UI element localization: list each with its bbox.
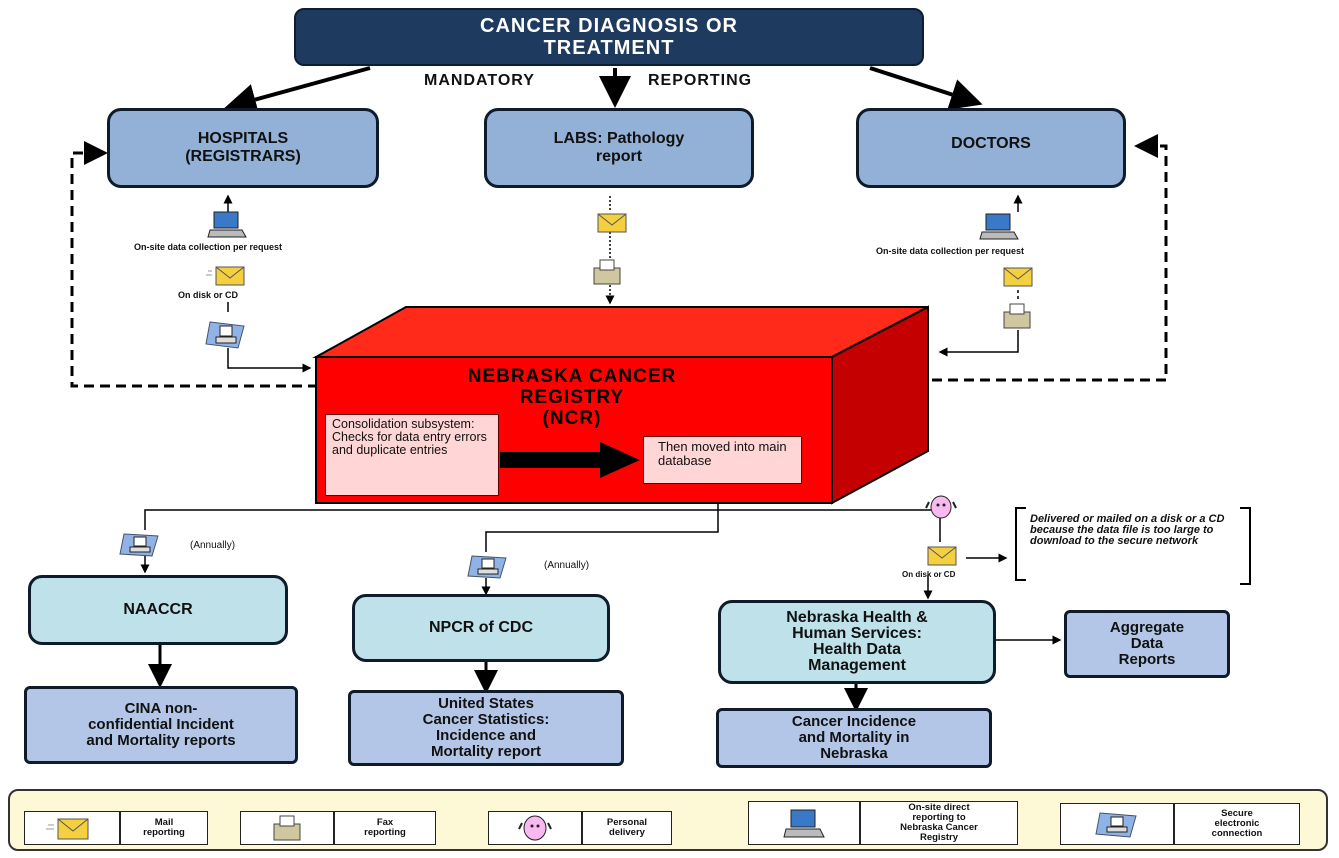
legend-personal-line2: delivery bbox=[609, 827, 645, 838]
ncr-line2: REGISTRY bbox=[519, 386, 625, 408]
doctors-label: DOCTORS bbox=[951, 135, 1031, 152]
uscs-box: United States Cancer Statistics: Inciden… bbox=[348, 690, 624, 766]
mail-icon bbox=[927, 546, 957, 566]
legend-fax-line2: reporting bbox=[364, 827, 406, 838]
hospitals-line1: HOSPITALS bbox=[197, 130, 289, 147]
ncr-line3: (NCR) bbox=[542, 407, 602, 429]
aggregate-line3: Reports bbox=[1118, 651, 1176, 668]
ncr-registry-cube bbox=[312, 305, 929, 505]
secure-connection-icon bbox=[205, 321, 245, 349]
uscs-line3: Incidence and bbox=[435, 727, 537, 744]
laptop-icon bbox=[207, 211, 247, 238]
secure-connection-icon bbox=[119, 533, 159, 557]
legend-secure-line1: Secure bbox=[1221, 808, 1253, 819]
cancer-incidence-box: Cancer Incidence and Mortality in Nebras… bbox=[716, 708, 992, 768]
consolidation-arrow bbox=[500, 442, 640, 478]
nhhs-line3: Health Data bbox=[812, 641, 902, 658]
cim-line3: Nebraska bbox=[820, 745, 888, 762]
legend-onsite-line3: Nebraska Cancer bbox=[900, 822, 978, 833]
top-title-line1: CANCER DIAGNOSIS OR bbox=[480, 15, 738, 37]
legend-secure-text: Secure electronic connection bbox=[1174, 803, 1300, 845]
fax-icon bbox=[273, 815, 301, 841]
secure-connection-icon bbox=[1095, 812, 1137, 838]
mail-icon bbox=[597, 213, 627, 233]
labs-box: LABS: Pathology report bbox=[484, 108, 754, 188]
nhhs-line1: Nebraska Health & bbox=[786, 609, 928, 626]
ncr-line1: NEBRASKA CANCER bbox=[467, 365, 677, 387]
laptop-icon bbox=[979, 213, 1019, 240]
personal-delivery-icon bbox=[518, 815, 552, 841]
legend-mail-line2: reporting bbox=[143, 827, 185, 838]
personal-delivery-icon bbox=[925, 495, 957, 519]
legend-personal-text: Personal delivery bbox=[582, 811, 672, 845]
nhhs-box: Nebraska Health & Human Services: Health… bbox=[718, 600, 996, 684]
labs-line1: LABS: Pathology bbox=[553, 130, 685, 147]
legend-fax-text: Fax reporting bbox=[334, 811, 436, 845]
uscs-line1: United States bbox=[438, 695, 534, 712]
labs-line2: report bbox=[595, 148, 643, 165]
main-database-box: Then moved into main database bbox=[643, 436, 802, 484]
aggregate-line1: Aggregate bbox=[1109, 619, 1185, 636]
hospitals-box: HOSPITALS (REGISTRARS) bbox=[107, 108, 379, 188]
legend-mail-line1: Mail bbox=[154, 817, 174, 828]
right-disk-label: On disk or CD bbox=[902, 570, 956, 579]
annually-label-2: (Annually) bbox=[544, 560, 590, 571]
cim-line2: and Mortality in bbox=[798, 729, 910, 746]
secure-connection-icon bbox=[467, 555, 507, 579]
left-onsite-label: On-site data collection per request bbox=[134, 242, 283, 252]
cina-line1: CINA non- bbox=[124, 700, 198, 717]
legend-secure-line3: connection bbox=[1211, 828, 1263, 839]
legend-onsite-icon-box bbox=[748, 801, 860, 845]
legend-secure-icon-box bbox=[1060, 803, 1174, 845]
legend: Mail reporting Fax reporting Personal de… bbox=[8, 789, 1328, 851]
cina-line3: and Mortality reports bbox=[86, 732, 236, 749]
aggregate-box: Aggregate Data Reports bbox=[1064, 610, 1230, 678]
laptop-icon bbox=[783, 809, 825, 838]
reporting-label: REPORTING bbox=[648, 72, 753, 89]
mail-icon bbox=[206, 266, 245, 286]
legend-mail-icon-box bbox=[24, 811, 120, 845]
consolidation-subsystem-box: Consolidation subsystem: Checks for data… bbox=[325, 414, 499, 496]
hospitals-line2: (REGISTRARS) bbox=[185, 148, 301, 165]
legend-mail-text: Mail reporting bbox=[120, 811, 208, 845]
cancer-diagnosis-box: CANCER DIAGNOSIS OR TREATMENT bbox=[294, 8, 924, 66]
cim-line1: Cancer Incidence bbox=[791, 713, 917, 730]
delivered-note: Delivered or mailed on a disk or a CD be… bbox=[1030, 513, 1225, 547]
npcr-label: NPCR of CDC bbox=[429, 619, 533, 636]
npcr-box: NPCR of CDC bbox=[352, 594, 610, 662]
cina-line2: confidential Incident bbox=[88, 716, 234, 733]
doctors-box: DOCTORS bbox=[856, 108, 1126, 188]
aggregate-line2: Data bbox=[1130, 635, 1164, 652]
legend-fax-line1: Fax bbox=[376, 817, 394, 828]
annually-label-1: (Annually) bbox=[190, 540, 236, 551]
mail-icon bbox=[1003, 267, 1033, 287]
fax-icon bbox=[1003, 303, 1031, 329]
legend-onsite-line2: reporting to bbox=[912, 812, 966, 823]
nhhs-line4: Management bbox=[808, 657, 906, 674]
top-title-line2: TREATMENT bbox=[543, 37, 675, 59]
legend-onsite-text: On-site direct reporting to Nebraska Can… bbox=[860, 801, 1018, 845]
legend-secure-line2: electronic bbox=[1214, 818, 1260, 829]
left-disk-label: On disk or CD bbox=[178, 290, 239, 300]
legend-onsite-line1: On-site direct bbox=[908, 802, 970, 813]
mail-icon bbox=[46, 818, 89, 840]
legend-personal-icon-box bbox=[488, 811, 582, 845]
ncr-title: NEBRASKA CANCER REGISTRY (NCR) bbox=[316, 365, 828, 429]
mandatory-label: MANDATORY bbox=[424, 72, 535, 89]
legend-onsite-line4: Registry bbox=[919, 832, 958, 843]
cina-box: CINA non- confidential Incident and Mort… bbox=[24, 686, 298, 764]
naaccr-box: NAACCR bbox=[28, 575, 288, 645]
fax-icon bbox=[593, 259, 621, 285]
nhhs-line2: Human Services: bbox=[792, 625, 922, 642]
right-onsite-label: On-site data collection per request bbox=[876, 246, 1025, 256]
naaccr-label: NAACCR bbox=[123, 601, 193, 618]
uscs-line2: Cancer Statistics: bbox=[422, 711, 550, 728]
legend-personal-line1: Personal bbox=[606, 817, 648, 828]
legend-fax-icon-box bbox=[240, 811, 334, 845]
uscs-line4: Mortality report bbox=[430, 743, 541, 760]
